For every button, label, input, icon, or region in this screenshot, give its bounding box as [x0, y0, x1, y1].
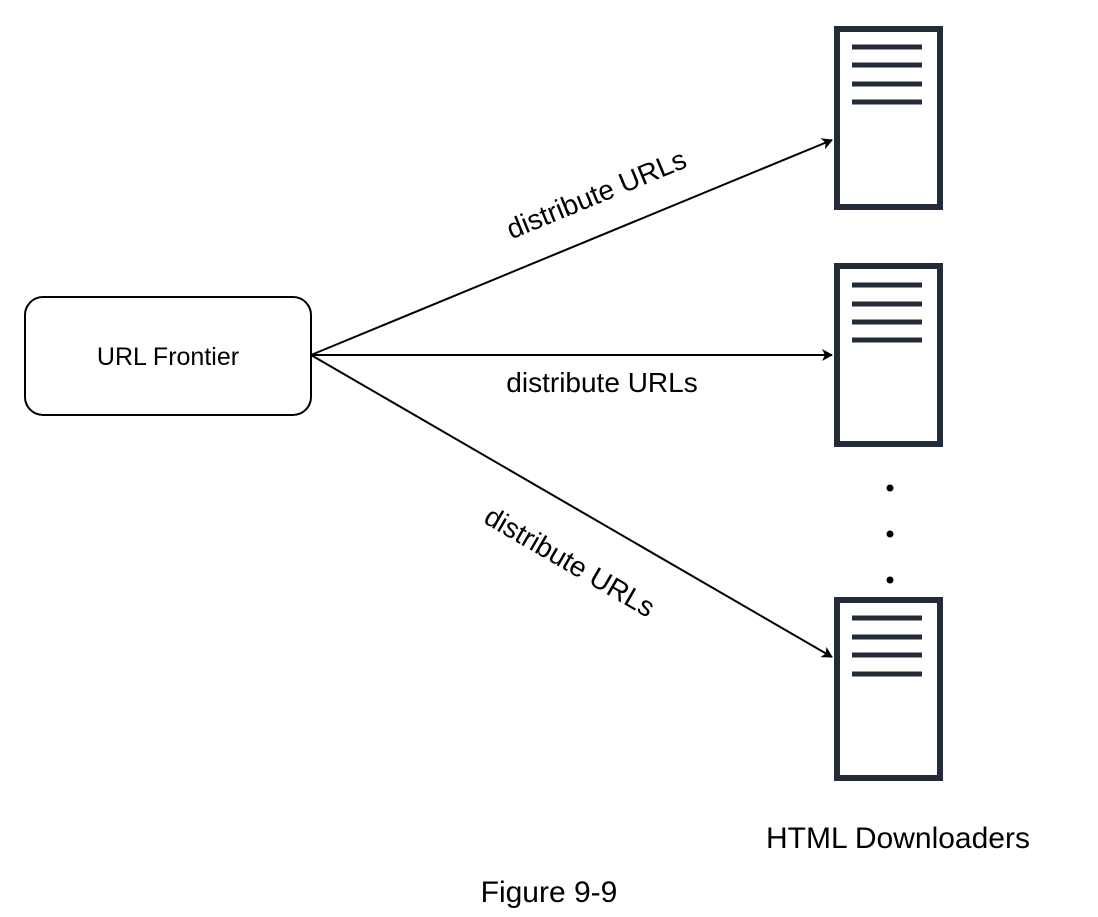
html-downloader-server-3 [834, 597, 943, 781]
server-icon [834, 26, 943, 210]
server-icon [834, 263, 943, 447]
figure-caption: Figure 9-9 [481, 876, 618, 909]
edge-label-middle: distribute URLs [506, 367, 697, 398]
ellipsis [886, 484, 894, 584]
edge-label-top: distribute URLs [502, 143, 691, 245]
edge-to-downloader-3 [310, 354, 833, 658]
ellipsis-dot [886, 530, 894, 538]
edge-label-bottom: distribute URLs [479, 500, 660, 623]
server-icon [834, 597, 943, 781]
edges [310, 138, 833, 658]
html-downloader-server-1 [834, 26, 943, 210]
ellipsis-dot [886, 576, 894, 584]
html-downloader-server-2 [834, 263, 943, 447]
url-frontier-node: URL Frontier [24, 296, 312, 416]
edge-to-downloader-1 [310, 138, 833, 356]
html-downloaders-caption: HTML Downloaders [766, 822, 1030, 855]
ellipsis-dot [886, 484, 894, 492]
url-frontier-label: URL Frontier [97, 343, 239, 371]
